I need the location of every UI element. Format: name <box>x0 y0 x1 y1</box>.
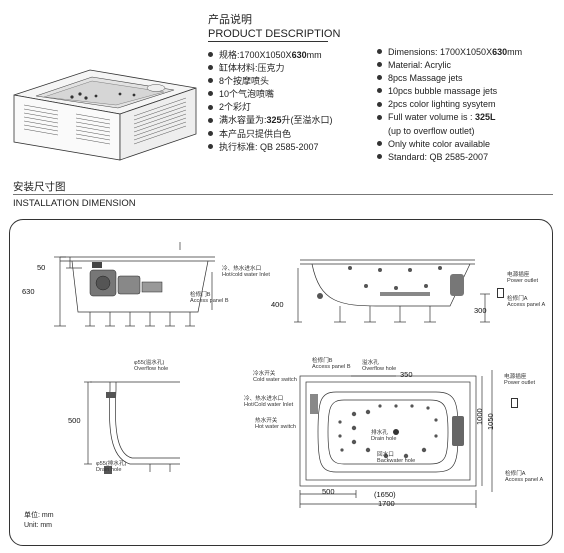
specs-en-item: 10pcs bubble massage jets <box>377 85 522 98</box>
drawing-frame <box>9 219 553 546</box>
drain-hole-label: φ55(排水孔)Drain hole <box>96 461 127 474</box>
dim-1700: 1700 <box>378 499 395 508</box>
dim-1000: 1000 <box>475 408 484 425</box>
bullet-icon <box>208 65 213 71</box>
install-title-en: INSTALLATION DIMENSION <box>13 198 136 209</box>
bullet-icon <box>377 62 382 68</box>
section-view-drawing <box>84 381 180 474</box>
install-divider <box>13 194 553 195</box>
bullet-icon <box>208 91 213 97</box>
specs-en-item: Standard: QB 2585-2007 <box>377 151 522 164</box>
bathtub-isometric-image <box>13 69 197 161</box>
dim-500-plan: 500 <box>322 487 335 496</box>
install-title-cn: 安装尺寸图 <box>13 181 66 193</box>
unit-en: Unit: mm <box>24 522 52 529</box>
dim-500-section: 500 <box>68 416 81 425</box>
dim-400: 400 <box>271 300 284 309</box>
specs-cn-item: 8个按摩喷头 <box>208 75 333 88</box>
specs-en-item: 8pcs Massage jets <box>377 72 522 85</box>
specs-cn-item: 10个气泡喷嘴 <box>208 88 333 101</box>
specs-cn-item: 执行标准: QB 2585-2007 <box>208 141 333 154</box>
title-underline <box>208 41 328 42</box>
specs-en-item: Full water volume is : 325L <box>377 111 522 124</box>
bullet-icon <box>377 140 382 146</box>
specs-en-item: Material: Acrylic <box>377 59 522 72</box>
dim-630: 630 <box>22 287 35 296</box>
specs-cn-item: 满水容量为:325升(至溢水口) <box>208 114 333 127</box>
bullet-icon <box>208 117 213 123</box>
specs-en-item: Only white color available <box>377 138 522 151</box>
product-title-en: PRODUCT DESCRIPTION <box>208 28 341 40</box>
product-title-cn: 产品说明 <box>208 14 252 26</box>
dim-1050: 1050 <box>486 413 495 430</box>
bullet-icon <box>377 88 382 94</box>
bullet-icon <box>208 104 213 110</box>
bullet-icon <box>377 49 382 55</box>
unit-cn: 单位: mm <box>24 512 54 519</box>
bullet-icon <box>377 101 382 107</box>
bullet-icon <box>208 52 213 58</box>
dim-50: 50 <box>37 263 46 272</box>
specs-cn-item: 规格:1700X1050X630mm <box>208 49 333 62</box>
bullet-icon <box>208 130 213 136</box>
dim-350: 350 <box>400 370 413 379</box>
specs-en-item: (up to overflow outlet) <box>388 125 475 136</box>
specs-en-item: 2pcs color lighting sysytem <box>377 98 522 111</box>
side-view-left-drawing <box>54 242 215 327</box>
side-view-right-drawing <box>294 259 490 323</box>
specs-cn-item: 缸体材料:压克力 <box>208 62 333 75</box>
dim-1650: (1650) <box>374 490 396 499</box>
overflow-hole-label: φ55(溢水孔)Overflow hole <box>134 360 169 373</box>
plan-view-drawing <box>299 370 493 508</box>
specs-en-item: Dimensions: 1700X1050X630mm <box>377 46 522 59</box>
bullet-icon <box>208 143 213 149</box>
bullet-icon <box>377 75 382 81</box>
dim-300: 300 <box>474 306 487 315</box>
power-outlet-plan-icon <box>511 398 518 408</box>
bullet-icon <box>377 153 382 159</box>
specs-cn-item: 2个彩灯 <box>208 101 333 114</box>
bullet-icon <box>377 114 382 120</box>
specs-cn-item: 本产品只提供白色 <box>208 128 333 141</box>
bullet-icon <box>208 78 213 84</box>
power-outlet-icon <box>497 288 504 298</box>
